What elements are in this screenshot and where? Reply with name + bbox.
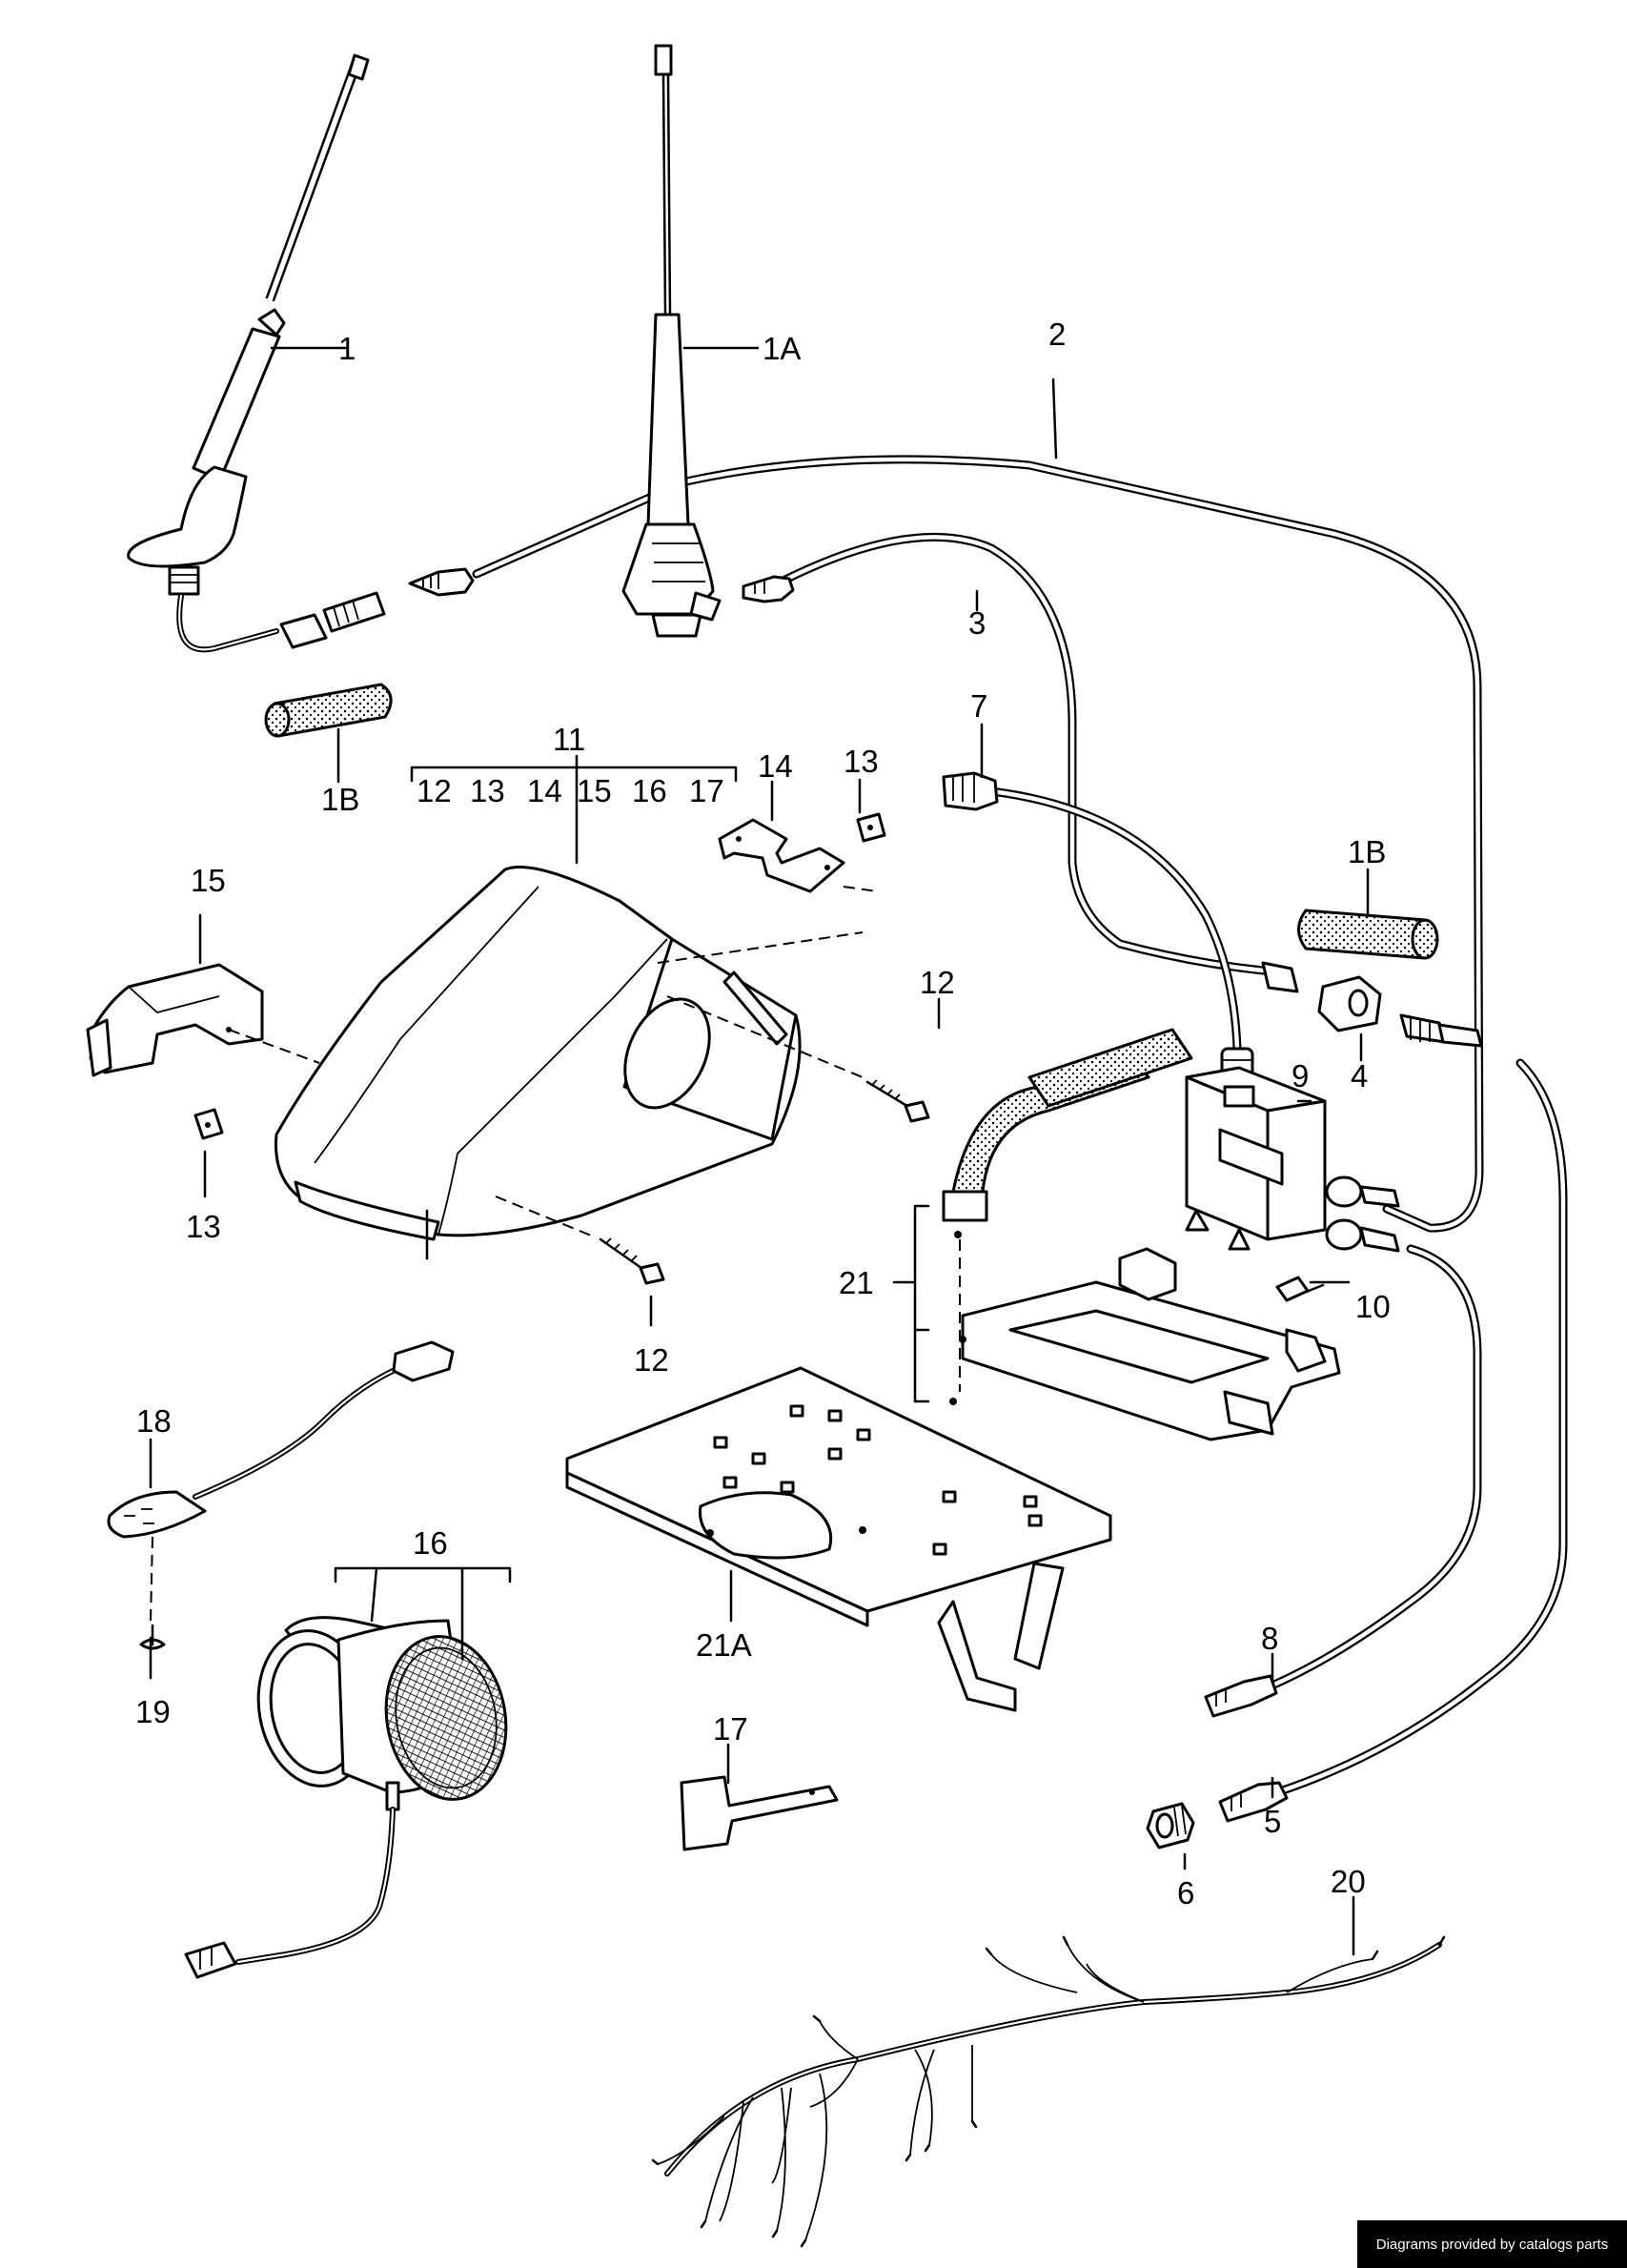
callout-21A: 21A	[696, 1627, 752, 1663]
callout-20: 20	[1331, 1864, 1366, 1899]
straight-antenna-part-1A	[621, 44, 722, 638]
callout-15: 15	[191, 863, 226, 898]
light-part-18	[107, 1340, 455, 1622]
bracket-part-14	[718, 818, 878, 893]
connector-part-6	[1146, 1802, 1195, 1849]
callout-4: 4	[1351, 1058, 1368, 1093]
base-plate-part-21A	[565, 1366, 1112, 1712]
callout-16: 16	[413, 1525, 448, 1561]
callout-5: 5	[1264, 1804, 1281, 1839]
callout-11-sub-12: 12	[417, 773, 452, 808]
bolt-part-10	[1275, 1276, 1325, 1302]
callout-17: 17	[713, 1711, 748, 1747]
callout-18: 18	[136, 1403, 172, 1439]
callout-2: 2	[1048, 317, 1066, 352]
callout-21: 21	[839, 1265, 874, 1300]
callout-1B-right: 1B	[1348, 834, 1386, 869]
callout-8: 8	[1261, 1621, 1278, 1656]
callout-19: 19	[135, 1694, 171, 1729]
clip-part-13-left	[193, 1108, 224, 1140]
callout-11-sub-17: 17	[689, 773, 724, 808]
diagram-credit: Diagrams provided by catalogs parts	[1357, 2220, 1627, 2268]
angled-antenna-part-1	[127, 53, 386, 653]
cover-bracket-part-15	[86, 963, 320, 1077]
callout-11-sub-16: 16	[632, 773, 667, 808]
callout-1B-left: 1B	[321, 782, 359, 817]
callout-1A: 1A	[763, 331, 801, 366]
callout-11: 11	[553, 722, 585, 757]
antenna-cable-part-5	[1218, 1058, 1568, 1823]
callout-7: 7	[970, 688, 987, 724]
callout-13-left: 13	[186, 1209, 221, 1244]
leader-lines	[149, 346, 1370, 1956]
callout-11-sub-15: 15	[577, 773, 612, 808]
callout-11-sub-14: 14	[527, 773, 562, 808]
callout-6: 6	[1177, 1875, 1194, 1910]
console-housing-part-11	[275, 866, 864, 1241]
callout-11-sub-13: 13	[470, 773, 505, 808]
callout-14: 14	[758, 748, 793, 784]
antenna-cable-part-3	[742, 532, 1268, 975]
callout-1: 1	[338, 331, 356, 366]
lamp-housing-part-16	[184, 1616, 508, 1979]
antenna-cable-part-8	[1204, 1244, 1482, 1718]
callout-9: 9	[1291, 1058, 1309, 1093]
amplifier-module-part-9	[1185, 1066, 1400, 1253]
mounting-bracket-part-21	[892, 1028, 1341, 1441]
foam-sleeve-part-1B-left	[264, 683, 393, 738]
callout-12-bottom: 12	[634, 1342, 669, 1378]
coupler-part-4	[1261, 961, 1483, 1048]
callout-13-top: 13	[844, 744, 879, 779]
antenna-cable-part-7	[942, 771, 1254, 1093]
clip-part-13-upper	[856, 812, 886, 843]
screw-part-12-upper	[666, 995, 930, 1123]
callout-3: 3	[968, 605, 986, 641]
antenna-cable-part-2	[408, 455, 1484, 1233]
bracket-part-17	[680, 1775, 839, 1851]
callout-labels: 1 1A 2 3 1B 7 11 12 13 14 15 16 17 14 13…	[135, 317, 1391, 1910]
callout-10: 10	[1355, 1289, 1391, 1324]
screw-part-12-lower	[495, 1195, 665, 1285]
screw-part-19	[139, 1624, 166, 1650]
callout-12-top: 12	[920, 965, 955, 1000]
foam-sleeve-part-1B-right	[1297, 909, 1439, 960]
wiring-harness-part-20	[651, 1935, 1446, 2248]
